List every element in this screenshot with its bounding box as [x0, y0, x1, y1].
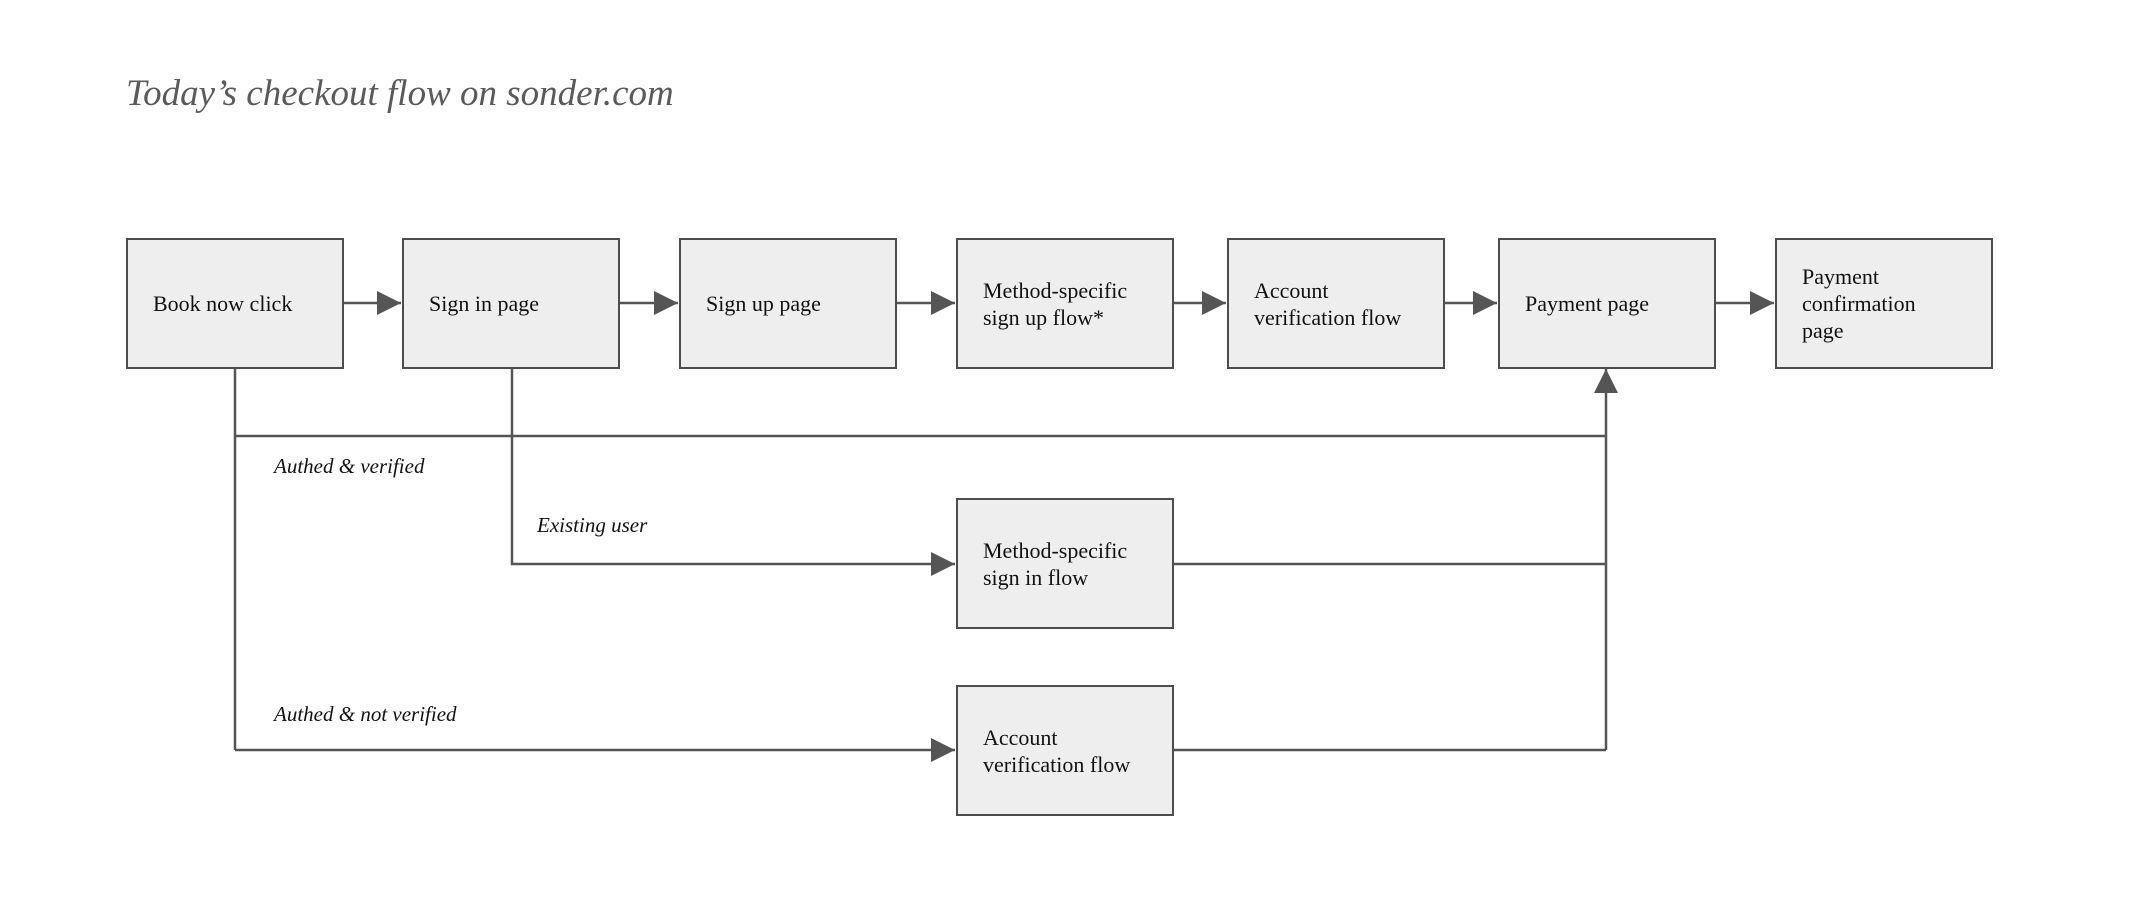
node-payment-page: Payment page	[1498, 238, 1716, 369]
node-sign-in-page: Sign in page	[402, 238, 620, 369]
node-label: Method-specific sign in flow	[983, 537, 1128, 590]
connector-existing-user	[510, 369, 955, 576]
diagram-title: Today’s checkout flow on sonder.com	[126, 73, 674, 114]
node-label: Payment confirmation page	[1802, 264, 1916, 343]
node-sign-up-page: Sign up page	[679, 238, 897, 369]
edge-label-authed-verified: Authed & verified	[274, 454, 425, 478]
node-payment-confirmation-page: Payment confirmation page	[1775, 238, 1993, 369]
node-label: Payment page	[1525, 291, 1650, 316]
node-method-specific-sign-in-flow: Method-specific sign in flow	[956, 498, 1174, 629]
node-label: Account verification flow	[1254, 277, 1402, 330]
node-label: Sign in page	[429, 291, 539, 316]
node-book-now-click: Book now click	[126, 238, 344, 369]
node-account-verification-flow-top: Account verification flow	[1227, 238, 1445, 369]
node-label: Method-specific sign up flow*	[983, 277, 1128, 330]
node-account-verification-flow-bottom: Account verification flow	[956, 685, 1174, 816]
node-label: Account verification flow	[983, 724, 1131, 777]
edge-label-authed-not-verified: Authed & not verified	[274, 702, 457, 726]
node-label: Sign up page	[706, 291, 821, 316]
node-method-specific-sign-up-flow: Method-specific sign up flow*	[956, 238, 1174, 369]
edge-label-existing-user: Existing user	[537, 513, 648, 537]
node-label: Book now click	[153, 291, 293, 316]
